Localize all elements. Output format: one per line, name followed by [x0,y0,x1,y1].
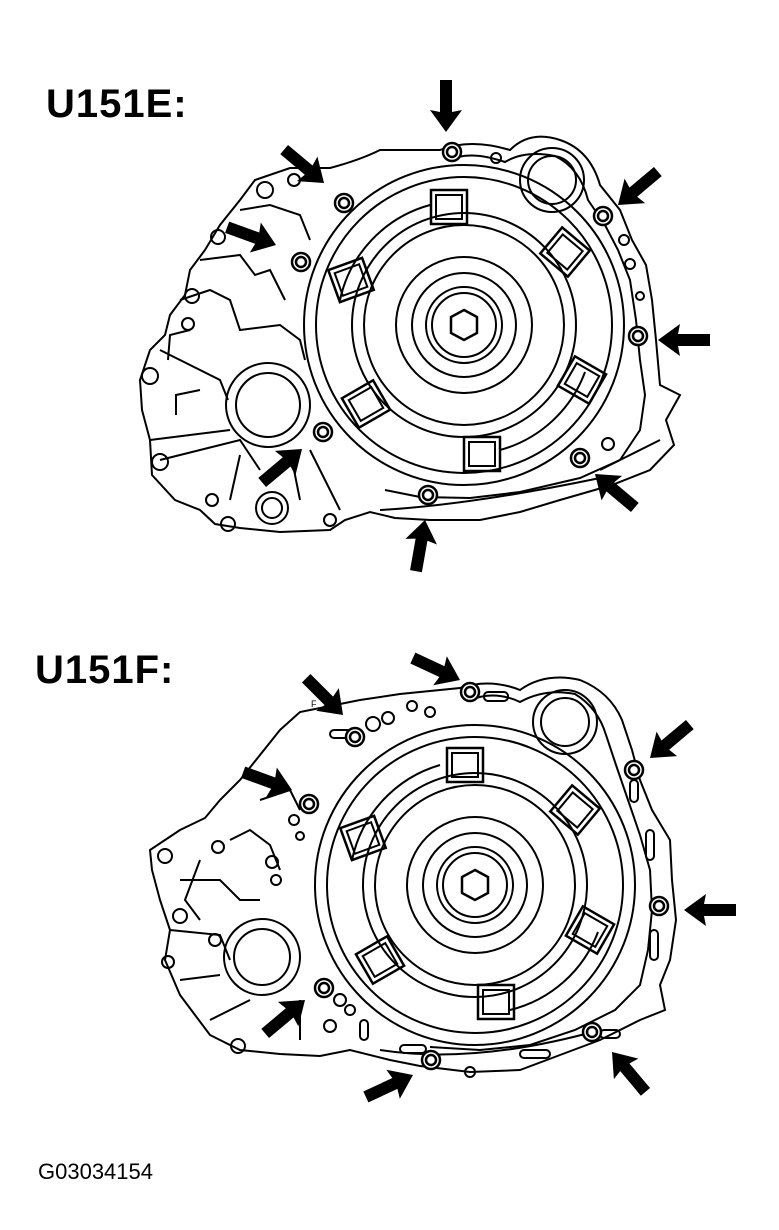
housing-u151f [148,676,678,1078]
figure-code: G03034154 [38,1159,153,1184]
housing-u151e [138,135,682,534]
small-mark-f: F [311,699,317,709]
model-label-u151f: U151F: [35,648,175,692]
model-label-u151e: U151E: [46,82,188,126]
